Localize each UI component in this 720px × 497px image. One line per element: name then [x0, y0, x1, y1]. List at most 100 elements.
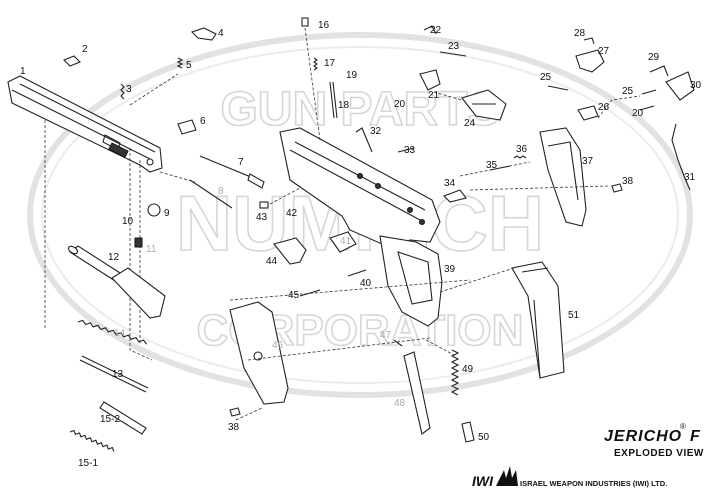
label-part-34: 34 [444, 178, 456, 189]
label-part-6: 6 [200, 116, 206, 127]
label-part-22: 22 [430, 25, 442, 36]
label-part-28: 28 [574, 28, 586, 39]
part-50-plunger [461, 421, 475, 443]
label-part-10: 10 [122, 216, 134, 227]
label-part-32: 32 [370, 126, 382, 137]
part-49-spring [450, 349, 460, 396]
part-33-pin [397, 147, 415, 153]
label-part-8: 8 [218, 186, 224, 197]
label-part-1: 1 [20, 66, 26, 77]
label-part-44: 44 [266, 256, 278, 267]
part-43-pin [259, 201, 269, 209]
watermark-oval [27, 32, 693, 398]
label-part-24: 24 [464, 118, 476, 129]
label-part-33: 33 [404, 145, 416, 156]
label-part-48: 48 [394, 398, 406, 409]
slide-guide-lines [44, 120, 153, 361]
part-46-grip-left [229, 301, 289, 405]
label-part-29: 29 [648, 52, 660, 63]
part-51-magazine [511, 261, 565, 379]
watermark: GUN PARTS NUMRICH CORPORATION [27, 32, 693, 398]
part-13-guide-rod [79, 355, 149, 393]
label-part-49: 49 [462, 364, 474, 375]
label-part-47: 47 [380, 330, 392, 341]
label-part-5: 5 [186, 60, 192, 71]
part-slide [7, 75, 163, 173]
part-5-spring [176, 57, 184, 69]
leader-8 [159, 171, 196, 183]
manufacturer-name: ISRAEL WEAPON INDUSTRIES (IWI) LTD. [520, 479, 667, 488]
label-part-19: 19 [346, 70, 358, 81]
part-40-pin [347, 269, 367, 277]
part-frame [279, 127, 443, 327]
part-44-slide-stop [273, 237, 307, 265]
label-part-14: 14 [114, 328, 126, 339]
label-part-18: 18 [338, 100, 350, 111]
part-15-2-guide [99, 401, 147, 435]
part-48-mag-catch [403, 351, 431, 435]
part-7-firing-pin [199, 155, 265, 189]
label-part-15-1: 15-1 [78, 458, 98, 469]
view-subtitle: EXPLODED VIEW [614, 448, 704, 459]
title-block: JERICHO ® F EXPLODED VIEW [604, 422, 704, 459]
label-part-12: 12 [108, 252, 120, 263]
label-part-39: 39 [444, 264, 456, 275]
part-9-safety [147, 203, 161, 217]
part-38-screw-left [229, 407, 241, 417]
label-part-3: 3 [126, 84, 132, 95]
registered-mark: ® [680, 422, 686, 431]
label-part-25-left: 25 [540, 72, 552, 83]
part-38-screw-right [611, 183, 623, 193]
label-part-51: 51 [568, 310, 580, 321]
label-part-38-left: 38 [228, 422, 240, 433]
manufacturer-block: IWI ISRAEL WEAPON INDUSTRIES (IWI) LTD. [472, 466, 667, 489]
label-part-11: 11 [146, 244, 157, 255]
part-3-pin [120, 83, 125, 100]
label-part-2: 2 [82, 44, 88, 55]
label-part-9: 9 [164, 208, 170, 219]
label-part-46: 46 [272, 340, 284, 351]
part-29-31-decocker-group [639, 65, 695, 191]
label-part-30: 30 [690, 80, 702, 91]
part-14-recoil-spring [77, 319, 147, 345]
iwi-logo-icon [496, 466, 518, 486]
part-25-28-safety-group [547, 37, 605, 121]
assembly-guide-lines [229, 91, 641, 421]
part-37-grip-right [539, 127, 587, 227]
label-part-21: 21 [428, 90, 440, 101]
label-part-13: 13 [112, 369, 124, 380]
label-part-20-right: 20 [632, 108, 644, 119]
label-part-17: 17 [324, 58, 336, 69]
label-part-31: 31 [684, 172, 696, 183]
leader-5 [129, 73, 179, 106]
part-labels: 1 2 3 4 5 6 7 8 9 10 11 12 14 13 15-2 15… [20, 20, 702, 469]
label-part-35: 35 [486, 160, 498, 171]
part-12-barrel [67, 245, 166, 319]
label-part-25-right: 25 [622, 86, 634, 97]
label-part-26: 26 [598, 102, 610, 113]
part-8-pin [189, 179, 233, 209]
label-part-20-left: 20 [394, 99, 406, 110]
label-part-40: 40 [360, 278, 372, 289]
label-part-23: 23 [448, 41, 460, 52]
label-part-4: 4 [218, 28, 224, 39]
label-part-15-2: 15-2 [100, 414, 120, 425]
label-part-45: 45 [288, 290, 300, 301]
watermark-top-text: GUN PARTS [220, 83, 499, 136]
watermark-oval-inner [41, 46, 679, 384]
part-41-trigger [329, 231, 357, 253]
part-37-grip-detail [547, 141, 579, 201]
part-15-1-spring [69, 429, 115, 452]
label-part-37: 37 [582, 156, 594, 167]
manufacturer-logo: IWI [472, 473, 494, 489]
label-part-27: 27 [598, 46, 610, 57]
part-47-pin [393, 339, 403, 347]
label-part-7: 7 [238, 157, 244, 168]
label-part-50: 50 [478, 432, 490, 443]
part-32-spring [355, 127, 373, 153]
part-6-sight [177, 119, 197, 135]
model-name: JERICHO [604, 428, 682, 445]
label-part-16: 16 [318, 20, 330, 31]
part-36-spring [513, 155, 527, 159]
